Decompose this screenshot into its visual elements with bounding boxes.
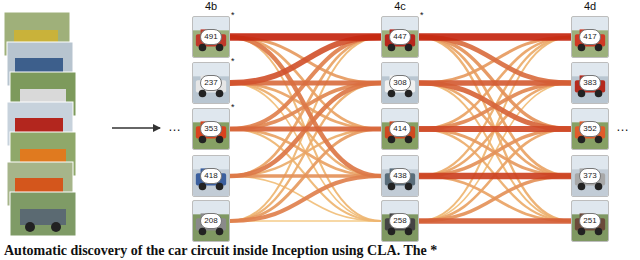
- weight-connection: [230, 83, 381, 176]
- unit-number: 352: [579, 121, 600, 137]
- unit-number: 417: [579, 29, 600, 45]
- unit-number: 438: [389, 168, 410, 184]
- weight-connection: [419, 173, 571, 180]
- neuron-image: 447: [381, 16, 419, 58]
- weight-connection: [419, 37, 571, 83]
- weight-connection: [419, 83, 571, 176]
- weight-connection: [419, 83, 571, 221]
- neuron-image: 352: [571, 108, 609, 150]
- neuron-image: 251: [571, 200, 609, 242]
- weight-connection: [230, 37, 381, 221]
- neuron-image: 237: [192, 62, 230, 104]
- weight-connection: [230, 37, 381, 221]
- image-stack: [4, 12, 76, 236]
- weight-connection: [419, 218, 571, 224]
- weight-connection: [230, 83, 381, 176]
- weight-connection: [419, 37, 571, 176]
- weight-connection: [419, 83, 571, 129]
- unit-number: 418: [200, 168, 221, 184]
- unit-number: 491: [200, 29, 221, 45]
- unit-number: 308: [389, 75, 410, 91]
- neuron-image: 208: [192, 200, 230, 242]
- unit-number: 237: [200, 75, 221, 91]
- weight-connection: [419, 80, 571, 86]
- weight-connection: [419, 129, 571, 176]
- weight-connection: [419, 37, 571, 221]
- ellipsis: …: [168, 119, 181, 134]
- flow-arrow: [112, 127, 160, 129]
- weight-connection: [230, 37, 381, 176]
- marker: *: [420, 10, 424, 21]
- weight-connection: [419, 176, 571, 221]
- neuron-image: 438: [381, 155, 419, 197]
- unit-number: 208: [200, 213, 221, 229]
- weight-connection: [419, 37, 571, 221]
- weight-connection: [419, 83, 571, 176]
- neuron-image: 418: [192, 155, 230, 197]
- weight-connection: [419, 37, 571, 83]
- weight-connection: [230, 37, 381, 176]
- weight-connection: [419, 37, 571, 129]
- layer-label: 4d: [584, 0, 596, 13]
- neuron-image: 258: [381, 200, 419, 242]
- neuron-image: 308: [381, 62, 419, 104]
- unit-number: 258: [389, 213, 410, 229]
- weight-connection: [419, 37, 571, 176]
- figure-caption: Automatic discovery of the car circuit i…: [4, 243, 437, 259]
- neuron-image: 383: [571, 62, 609, 104]
- weight-connection: [230, 37, 381, 129]
- ellipsis: …: [616, 119, 629, 134]
- layer-label: 4b: [205, 0, 217, 13]
- weight-connection: [230, 126, 381, 131]
- unit-number: 353: [200, 121, 221, 137]
- unit-number: 383: [579, 75, 600, 91]
- weight-connection: [230, 33, 381, 41]
- unit-number: 373: [579, 168, 600, 184]
- neuron-image: 414: [381, 108, 419, 150]
- weight-connection: [230, 176, 381, 221]
- weight-connection: [230, 37, 381, 129]
- weight-connection: [419, 83, 571, 129]
- unit-number: 447: [389, 29, 410, 45]
- neuron-image: 491: [192, 16, 230, 58]
- unit-number: 251: [579, 213, 600, 229]
- weight-connection: [419, 129, 571, 176]
- neuron-image: 353: [192, 108, 230, 150]
- weight-connection: [419, 33, 571, 41]
- weight-connection: [230, 37, 381, 83]
- marker: *: [231, 56, 235, 67]
- unit-number: 414: [389, 121, 410, 137]
- weight-connection: [419, 129, 571, 221]
- weight-connection: [419, 129, 571, 221]
- neuron-image: 373: [571, 155, 609, 197]
- layer-label: 4c: [394, 0, 406, 13]
- weight-connection: [419, 37, 571, 129]
- marker: *: [231, 10, 235, 21]
- marker: *: [231, 102, 235, 113]
- neuron-image: 417: [571, 16, 609, 58]
- weight-connection: [419, 83, 571, 221]
- weight-connection: [419, 126, 571, 132]
- weight-connection: [419, 176, 571, 221]
